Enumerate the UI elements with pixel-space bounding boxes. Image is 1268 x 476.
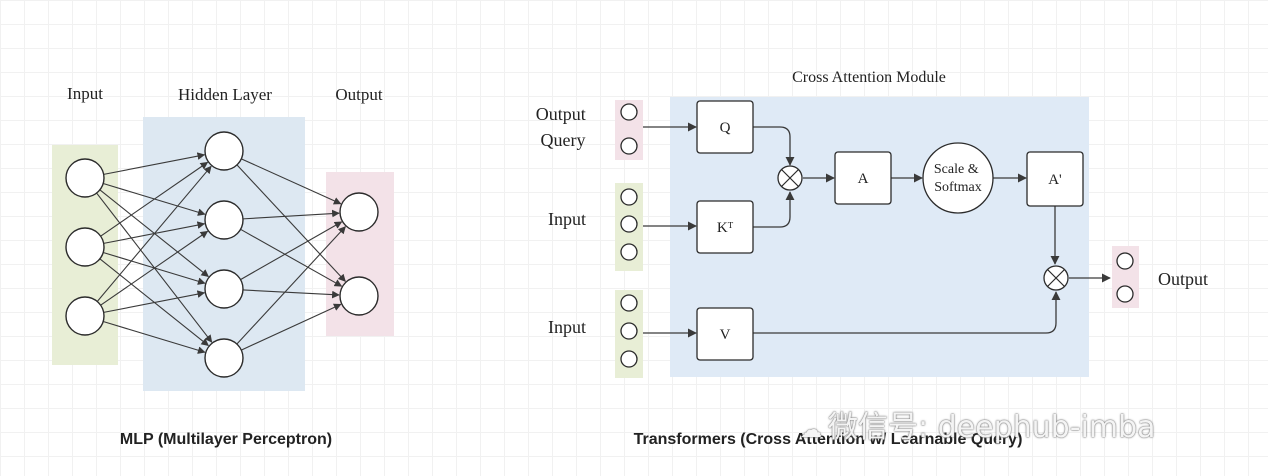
input-k-token-node [620,243,638,261]
v-box [696,307,754,361]
mlp-input-label: Input [67,84,103,103]
hidden-output-edge [241,303,342,351]
input-neuron [65,158,105,198]
v-to-multiply-line [753,291,1061,334]
hidden-neuron [204,338,244,378]
a-box [834,151,892,205]
input-hidden-edge [100,230,209,306]
softmax-line2: Softmax [934,180,981,195]
watermark: ☁微信号: deephub-imba [800,402,1156,446]
mlp-neurons [65,131,379,378]
mlp-caption: MLP (Multilayer Perceptron) [120,431,332,448]
output-neuron [339,192,379,232]
input-k-token-node [620,215,638,233]
v-label: V [720,327,731,343]
input-v-token-node [620,322,638,340]
watermark-text: 微信号: deephub-imba [828,410,1156,445]
softmax-label: Scale & Softmax [934,162,982,195]
hidden-neuron [204,269,244,309]
hidden-output-edge [241,158,342,205]
mlp-diagram: Input Hidden Layer Output MLP (Multilaye… [52,84,394,448]
input-neuron [65,227,105,267]
hidden-output-edge [236,226,346,345]
mlp-connections [96,152,346,354]
input-k-label: Input [548,209,586,229]
multiply-icon [781,169,799,187]
input-v-token-node [620,350,638,368]
module-title: Cross Attention Module [792,69,946,86]
multiply-icon [1047,269,1065,287]
input-v-label: Input [548,317,586,337]
hidden-output-edge [242,209,340,220]
output-query-line1: Output [536,104,586,124]
query-token-node [620,137,638,155]
k-to-multiply-line [753,191,795,228]
wechat-icon: ☁ [800,418,822,443]
k-label: Kᵀ [717,220,734,236]
softmax-line1: Scale & [934,162,979,177]
cross-attention-diagram: Cross Attention Module Output Query Inpu… [536,69,1208,448]
output-query-label: Output Query [536,104,591,150]
aprime-box [1026,151,1084,207]
hidden-output-edge [242,289,340,299]
hidden-output-edge [240,228,343,287]
output-query-line2: Query [541,130,586,150]
output-token-node [1116,252,1134,270]
output-label: Output [1158,269,1208,289]
q-box [696,100,754,154]
q-to-multiply-line [753,126,795,166]
hidden-output-edge [240,221,343,281]
input-hidden-edge [100,161,209,237]
input-v-token-node [620,294,638,312]
cross-input-nodes [620,103,1134,368]
cross-caption: Transformers (Cross Attention w/ Learnab… [634,431,1023,448]
input-hidden-edge [103,290,206,313]
output-token-node [1116,285,1134,303]
mlp-hidden-label: Hidden Layer [178,85,272,104]
a-label: A [858,171,869,187]
k-box [696,200,754,254]
query-token-node [620,103,638,121]
hidden-neuron [204,131,244,171]
output-neuron [339,276,379,316]
mlp-output-label: Output [335,85,383,104]
hidden-neuron [204,200,244,240]
input-hidden-edge [103,320,206,354]
input-hidden-edge [103,152,206,175]
input-neuron [65,296,105,336]
hidden-output-edge [236,164,346,282]
input-hidden-edge [96,165,212,302]
input-k-token-node [620,188,638,206]
q-label: Q [720,120,731,136]
softmax-circle [922,142,994,214]
aprime-label: A' [1048,172,1062,188]
